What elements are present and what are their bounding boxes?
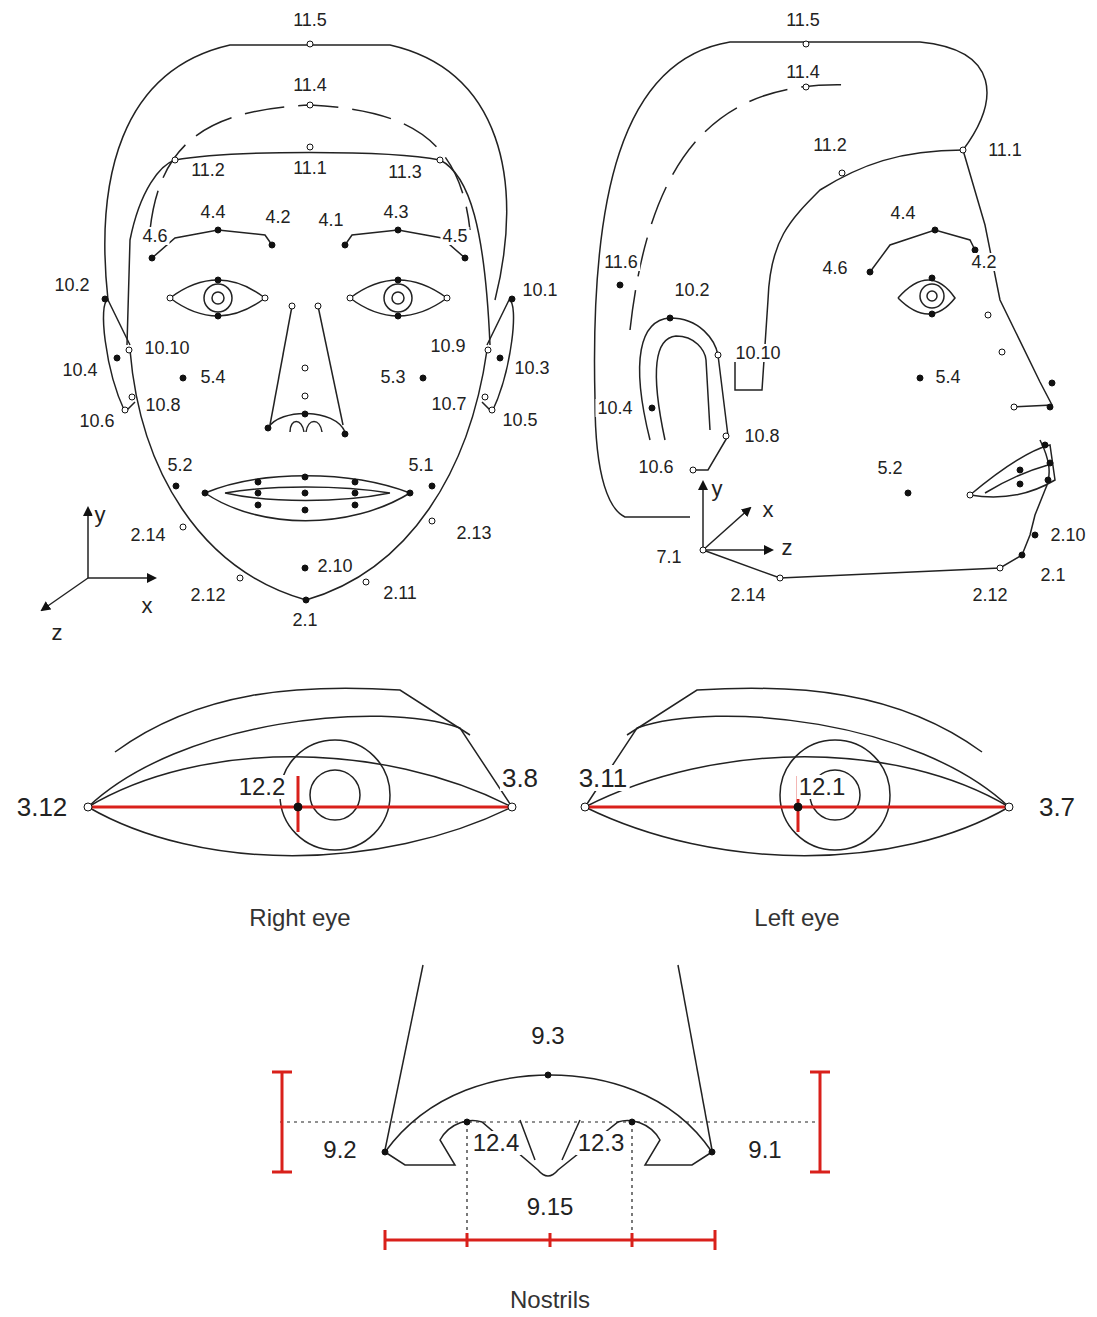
callout-number: 10.2 (52, 276, 91, 294)
callout-number: 2.10 (1048, 526, 1087, 544)
callout-number: y (710, 478, 725, 500)
callout-number: 2.12 (188, 586, 227, 604)
callout-number: 9.3 (529, 1024, 566, 1048)
callout-number: 11.2 (811, 136, 849, 154)
callout-number: 4.4 (198, 203, 227, 221)
callout-number: 10.1 (520, 281, 559, 299)
callout-number: 4.4 (888, 204, 917, 222)
callout-number: 10.8 (143, 396, 182, 414)
callout-number: 4.5 (440, 227, 469, 245)
callout-number: 12.1 (797, 775, 848, 799)
callout-number: 10.6 (77, 412, 116, 430)
callout-number: 11.4 (784, 63, 822, 81)
panel-caption: Left eye (752, 906, 841, 930)
callout-number: 12.2 (237, 775, 288, 799)
callout-number: 2.10 (315, 557, 354, 575)
callout-number: z (50, 622, 65, 644)
callout-number: y (93, 504, 108, 526)
callout-number: 3.8 (500, 765, 540, 791)
callout-number: 10.9 (428, 337, 467, 355)
callout-number: 11.4 (291, 76, 329, 94)
callout-number: x (761, 499, 776, 521)
callout-number: 10.4 (60, 361, 99, 379)
callout-number: z (780, 537, 795, 559)
callout-number: 4.1 (316, 211, 345, 229)
callout-number: 5.3 (378, 368, 407, 386)
callout-number: 11.1 (986, 141, 1024, 159)
callout-number: 9.15 (525, 1195, 576, 1219)
panel-caption: Right eye (247, 906, 352, 930)
callout-number: 10.4 (595, 399, 634, 417)
callout-number: 9.1 (746, 1138, 783, 1162)
callout-number: 11.3 (386, 163, 424, 181)
callout-number: 2.14 (128, 526, 167, 544)
callout-number: 2.11 (381, 584, 419, 602)
callout-number: 4.2 (263, 208, 292, 226)
callout-number: 10.5 (500, 411, 539, 429)
callout-number: 10.6 (636, 458, 675, 476)
callout-number: 2.14 (728, 586, 767, 604)
callout-number: 11.5 (784, 11, 822, 29)
callout-number: 2.1 (1038, 566, 1067, 584)
callout-number: 2.13 (454, 524, 493, 542)
callout-number: 9.2 (321, 1138, 358, 1162)
callout-number: 2.1 (290, 611, 319, 629)
callout-number: 12.3 (576, 1131, 627, 1155)
callout-number: 4.6 (140, 227, 169, 245)
callout-number: 11.2 (189, 161, 227, 179)
callout-number: 4.3 (381, 203, 410, 221)
callout-number: 5.4 (198, 368, 227, 386)
callout-number: 11.5 (291, 11, 329, 29)
callout-number: 5.2 (875, 459, 904, 477)
callout-number: 5.1 (406, 456, 435, 474)
callout-number: 10.7 (429, 395, 468, 413)
callout-number: 10.10 (733, 344, 782, 362)
callout-number: 11.6 (602, 253, 640, 271)
callout-number: 4.6 (820, 259, 849, 277)
callout-number: 10.8 (742, 427, 781, 445)
callout-number: 10.2 (672, 281, 711, 299)
callout-number: 10.10 (142, 339, 191, 357)
panel-caption: Nostrils (508, 1288, 592, 1312)
callout-number: 3.7 (1037, 794, 1077, 820)
callout-number: 3.11 (577, 765, 630, 791)
callout-number: 11.1 (291, 159, 329, 177)
callout-number: 7.1 (654, 548, 683, 566)
callout-number: x (140, 595, 155, 617)
callout-number: 10.3 (512, 359, 551, 377)
callout-number: 3.12 (15, 794, 70, 820)
callout-number: 5.2 (165, 456, 194, 474)
callout-number: 4.2 (969, 253, 998, 271)
callout-number: 5.4 (933, 368, 962, 386)
callout-number: 2.12 (970, 586, 1009, 604)
callout-number: 12.4 (471, 1131, 522, 1155)
